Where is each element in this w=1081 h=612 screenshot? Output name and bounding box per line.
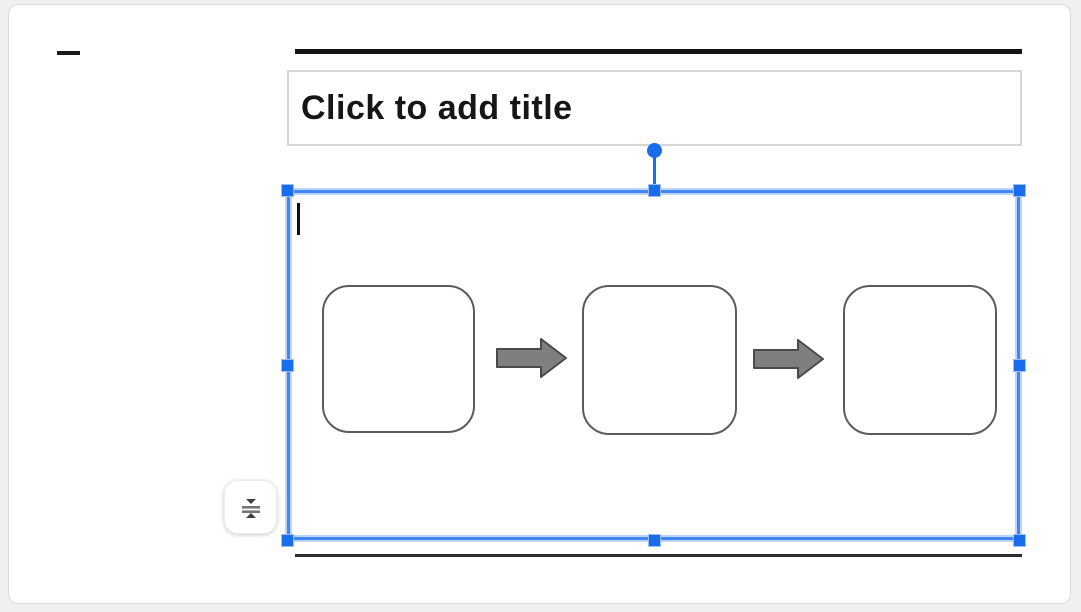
- resize-handle-middle-right[interactable]: [1013, 359, 1026, 372]
- theme-top-rule: [295, 49, 1022, 54]
- autofit-text-button[interactable]: [224, 480, 277, 534]
- rotation-handle[interactable]: [647, 143, 662, 158]
- title-placeholder-text[interactable]: Click to add title: [301, 88, 573, 127]
- title-placeholder[interactable]: Click to add title: [287, 70, 1022, 146]
- resize-handle-top-left[interactable]: [281, 184, 294, 197]
- resize-handle-bottom-left[interactable]: [281, 534, 294, 547]
- flow-node-3[interactable]: [843, 285, 997, 435]
- flow-node-2[interactable]: [582, 285, 737, 435]
- resize-handle-bottom-center[interactable]: [648, 534, 661, 547]
- resize-handle-top-center[interactable]: [648, 184, 661, 197]
- flow-arrow-2[interactable]: [752, 337, 826, 381]
- resize-handle-bottom-right[interactable]: [1013, 534, 1026, 547]
- resize-handle-middle-left[interactable]: [281, 359, 294, 372]
- autofit-text-icon: [241, 499, 260, 518]
- text-caret: [297, 203, 300, 235]
- rotation-handle-stem: [653, 157, 656, 187]
- theme-bottom-rule: [295, 554, 1022, 557]
- theme-corner-dash: [57, 51, 80, 55]
- flow-arrow-1[interactable]: [495, 336, 569, 380]
- flow-node-1[interactable]: [322, 285, 475, 433]
- resize-handle-top-right[interactable]: [1013, 184, 1026, 197]
